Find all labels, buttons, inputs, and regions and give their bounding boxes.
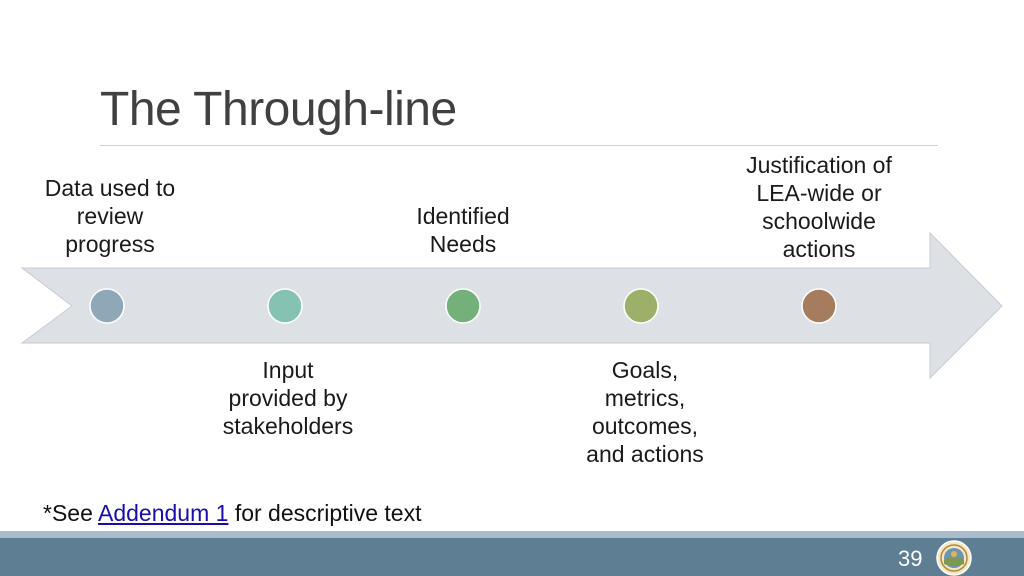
footer-accent-bar (0, 531, 1024, 538)
page-number: 39 (898, 546, 923, 571)
footnote-suffix: for descriptive text (228, 500, 422, 526)
label-justification: Justification of LEA-wide or schoolwide … (746, 152, 892, 262)
footnote: *See Addendum 1 for descriptive text (43, 500, 421, 527)
footer-bar (0, 538, 1024, 576)
slide-title: The Through-line (100, 83, 457, 136)
dot-justification (801, 288, 837, 324)
dot-needs (445, 288, 481, 324)
addendum-link[interactable]: Addendum 1 (98, 500, 229, 526)
title-divider (100, 145, 938, 146)
dot-goals (623, 288, 659, 324)
dot-data (89, 288, 125, 324)
state-seal-icon (936, 540, 972, 576)
label-data-used: Data used to review progress (44, 175, 176, 257)
through-line-arrow (20, 231, 1003, 380)
label-input-stakeholders: Input provided by stakeholders (222, 357, 354, 439)
label-goals-metrics: Goals, metrics, outcomes, and actions (586, 357, 704, 467)
dot-input (267, 288, 303, 324)
footnote-prefix: *See (43, 500, 98, 526)
label-identified-needs: Identified Needs (416, 203, 510, 257)
